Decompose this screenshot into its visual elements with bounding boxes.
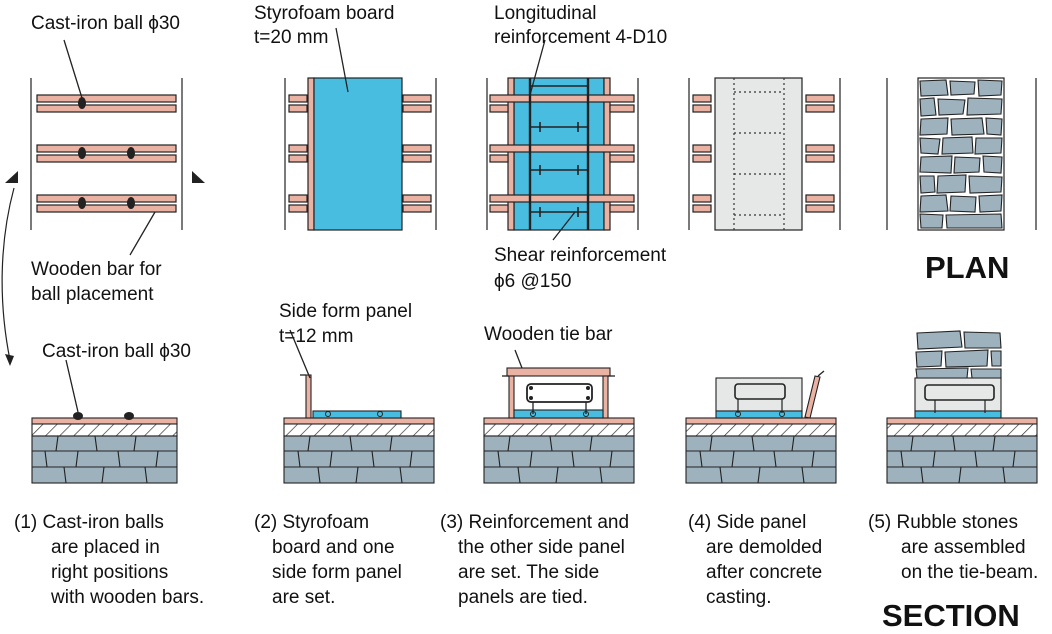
plan-step-2 (284, 27, 437, 231)
section-foundations (31, 417, 1038, 484)
plan-step-3 (486, 39, 639, 241)
step-1-line-2: are placed in (51, 537, 160, 558)
label-shear-reinforcement: Shear reinforcement (494, 245, 667, 266)
step-5-line-3: on the tie-beam. (901, 562, 1039, 583)
step-2-line-1: (2) Styrofoam (254, 512, 370, 533)
step-3-caption: (3) Reinforcement and the other side pan… (440, 510, 629, 610)
step-3-line-4: panels are tied. (458, 587, 588, 608)
label-wooden-tie-bar: Wooden tie bar (484, 324, 613, 345)
step-3-line-2: the other side panel (458, 537, 625, 558)
step-4-line-4: casting. (706, 587, 772, 608)
label-longitudinal-detail: reinforcement 4-D10 (494, 27, 668, 48)
step-5-line-2: are assembled (901, 537, 1026, 558)
label-side-form-panel: Side form panel (279, 301, 413, 322)
step-4-line-3: after concrete (706, 562, 823, 583)
step-4-line-1: (4) Side panel (688, 512, 807, 533)
section-step-4 (715, 370, 825, 419)
label-styrofoam-board: Styrofoam board (254, 3, 395, 24)
step-2-line-3: side form panel (272, 562, 402, 583)
step-3-line-1: (3) Reinforcement and (440, 512, 630, 533)
step-4-caption: (4) Side panel are demolded after concre… (688, 510, 822, 610)
section-heading: SECTION (882, 598, 1020, 633)
plan-heading: PLAN (925, 250, 1010, 285)
step-1-caption: (1) Cast-iron balls are placed in right … (14, 510, 204, 610)
label-side-form-thickness: t=12 mm (279, 326, 354, 347)
step-2-line-4: are set. (272, 587, 336, 608)
label-cast-iron-ball-plan: Cast-iron ball ϕ30 (31, 13, 180, 34)
step-1-line-1: (1) Cast-iron balls (14, 512, 164, 533)
step-5-caption: (5) Rubble stones are assembled on the t… (868, 510, 1038, 585)
label-wooden-bar-purpose: ball placement (31, 284, 154, 305)
step-2-line-2: board and one (272, 537, 395, 558)
plan-step-1 (1, 39, 205, 366)
step-1-line-4: with wooden bars. (51, 587, 205, 608)
label-cast-iron-ball-section: Cast-iron ball ϕ30 (42, 341, 191, 362)
section-step-5 (914, 330, 1002, 419)
label-longitudinal: Longitudinal (494, 3, 597, 24)
section-step-1 (65, 359, 134, 420)
section-step-2 (289, 329, 402, 419)
plan-step-4 (688, 77, 841, 231)
plan-step-5 (886, 77, 1037, 231)
label-shear-spacing: ϕ6 @150 (494, 271, 572, 292)
section-step-3 (502, 349, 615, 419)
step-3-line-3: are set. The side (458, 562, 600, 583)
label-wooden-bar: Wooden bar for (31, 259, 162, 280)
label-styrofoam-thickness: t=20 mm (254, 27, 329, 48)
step-1-line-3: right positions (51, 562, 169, 583)
step-2-caption: (2) Styrofoam board and one side form pa… (254, 510, 402, 610)
step-5-line-1: (5) Rubble stones (868, 512, 1018, 533)
step-4-line-2: are demolded (706, 537, 823, 558)
